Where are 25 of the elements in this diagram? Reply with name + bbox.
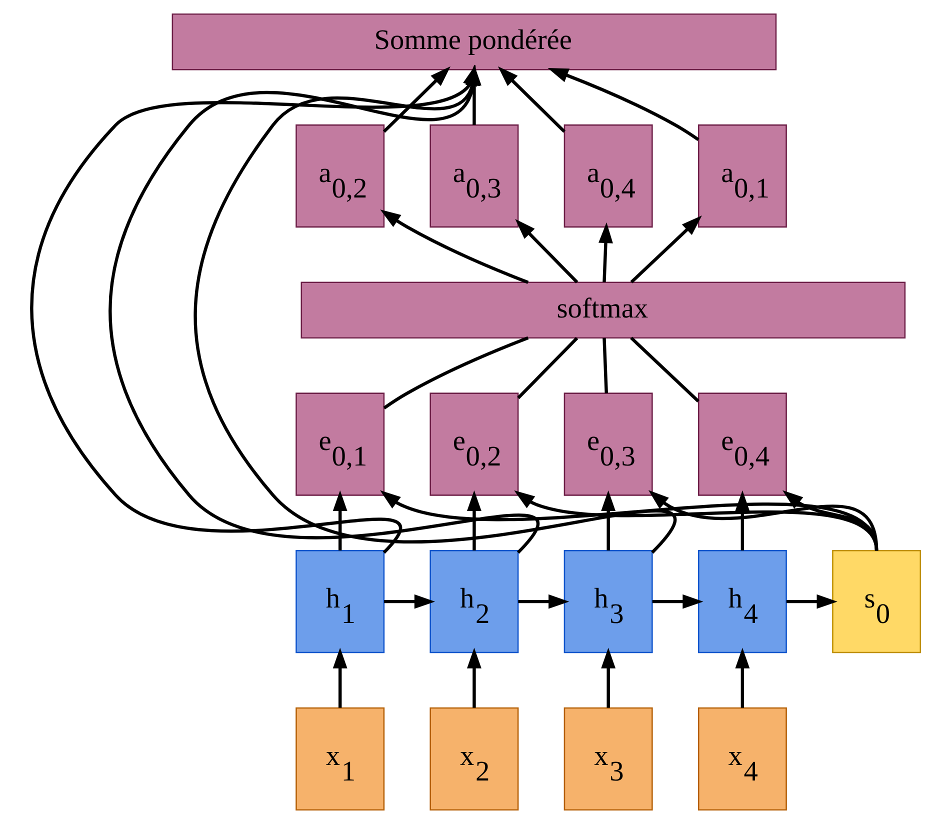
arrow: [332, 647, 348, 708]
arrow: [332, 490, 348, 550]
arrow: [466, 647, 482, 708]
arrow: [601, 647, 616, 708]
arrow: [735, 647, 750, 708]
arrow: [548, 68, 700, 141]
arrow: [598, 222, 613, 282]
connector: [517, 336, 578, 399]
node-box: Somme pondérée: [172, 13, 777, 70]
arrow: [380, 209, 529, 284]
arrow: [382, 66, 451, 132]
arrow: [786, 594, 838, 608]
arrow: [782, 490, 878, 550]
connector: [602, 337, 608, 393]
connector: [383, 336, 529, 409]
arrow: [601, 490, 616, 550]
arrow: [652, 594, 704, 608]
arrow: [630, 215, 702, 283]
arrow: [466, 490, 482, 550]
arrow: [518, 594, 570, 608]
arrow: [498, 66, 566, 132]
arrow: [515, 218, 578, 283]
connector: [630, 336, 700, 402]
arrow: [384, 594, 436, 608]
node-box: softmax: [300, 281, 906, 338]
